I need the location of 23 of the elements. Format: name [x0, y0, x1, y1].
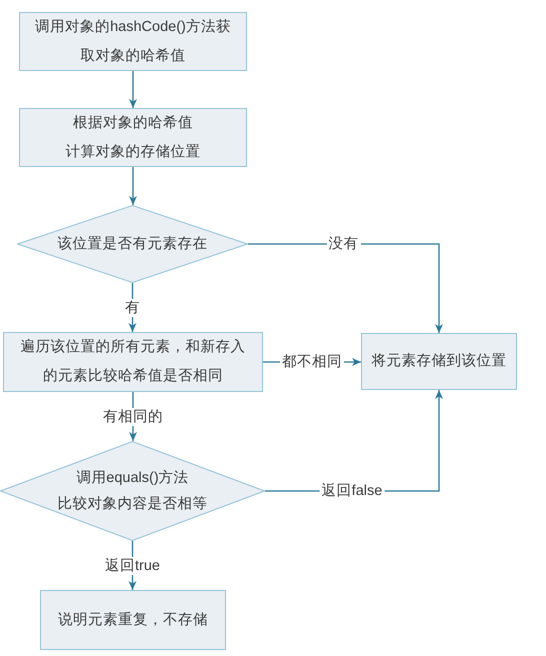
process-box — [40, 590, 226, 650]
arrow — [129, 71, 137, 108]
decision-text: 比较对象内容是否相等 — [58, 494, 208, 514]
decision-text: 该位置是否有元素存在 — [58, 235, 208, 254]
step-text: 调用对象的hashCode()方法获取对象的哈希值 — [35, 18, 231, 66]
edge-label: 没有 — [326, 235, 360, 253]
step-text: 计算对象的存储位置 — [66, 142, 200, 162]
process-box — [19, 12, 247, 71]
process-box — [19, 108, 247, 167]
edge-label: 返回false — [320, 482, 384, 500]
edge-label: 都不相同 — [280, 353, 344, 371]
step-text: 将元素存储到该位置 — [372, 352, 506, 371]
step-text: 根据对象的哈希值 — [73, 114, 193, 132]
edge-label: 返回true — [103, 556, 162, 574]
arrow — [248, 243, 443, 333]
arrow — [129, 167, 137, 205]
arrow — [128, 283, 136, 332]
process-box — [361, 333, 517, 390]
step-text: 遍历该位置的所有元素，和新存入的元素比较哈希值是否相同 — [20, 338, 246, 386]
step-text: 说明元素重复，不存储 — [58, 610, 208, 630]
process-box — [3, 332, 263, 392]
edge-label: 有 — [123, 298, 142, 316]
decision-text: 调用equals()方法 — [76, 468, 189, 488]
